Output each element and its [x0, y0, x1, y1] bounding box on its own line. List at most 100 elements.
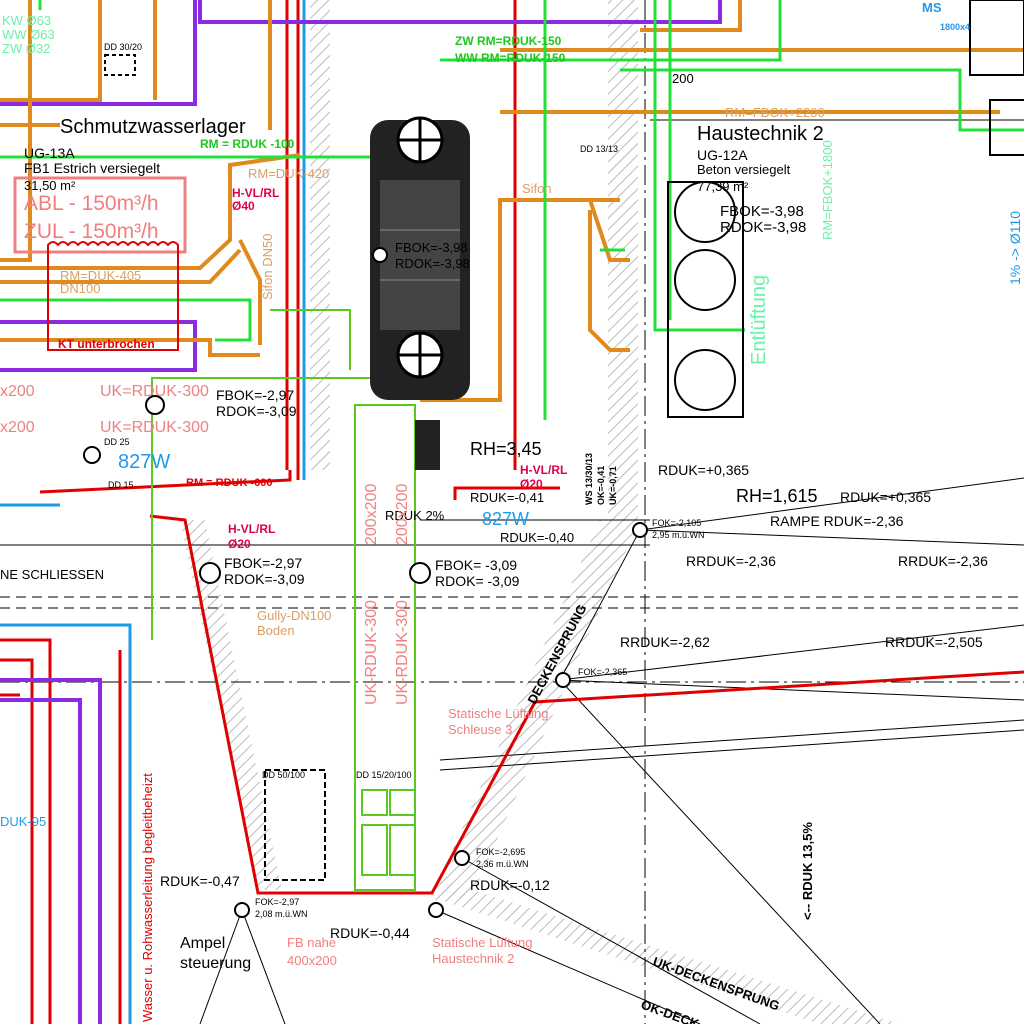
- label: FOK=-2,365: [578, 667, 627, 677]
- label: RM=DUK-405: [60, 268, 141, 283]
- label: 827W: [118, 451, 170, 473]
- label: KT unterbrochen: [58, 337, 155, 351]
- label: ZW RM=RDUK-150: [455, 34, 562, 48]
- label: Schleuse 3: [448, 722, 512, 737]
- label: RM=DUK-420: [248, 166, 329, 181]
- label: H-VL/RL: [228, 522, 275, 536]
- label: FBOK=-3,98: [395, 240, 468, 255]
- label: FBOK=-2,97: [216, 387, 294, 403]
- label: Haustechnik 2: [432, 951, 514, 966]
- purple-pipes: [0, 0, 722, 1024]
- pump-fixtures: [104, 0, 1024, 881]
- label: RDOK=-3,09: [224, 571, 305, 587]
- label: DUK-95: [0, 814, 46, 829]
- label: Sifon: [522, 181, 552, 196]
- label: RDUK=-0,44: [330, 925, 410, 941]
- label: RDOK=-3,09: [216, 403, 297, 419]
- label: Ø20: [228, 537, 251, 551]
- label: 200: [672, 71, 694, 86]
- label: RRDUK=-2,36: [686, 553, 776, 569]
- label: <-- RDUK 13,5%: [800, 822, 815, 920]
- label: Sifon DN50: [260, 234, 275, 300]
- label: RDOK=-3,98: [395, 256, 470, 271]
- label: UK-RDUK-300: [363, 600, 380, 705]
- room-area: 77,39 m²: [697, 179, 749, 194]
- revision-cloud: [47, 241, 179, 351]
- label: UK=RDUK-300: [100, 383, 209, 400]
- room-floor: FB1 Estrich versiegelt: [24, 160, 160, 176]
- label: 1% -> Ø110: [1007, 211, 1023, 285]
- label: 200x200: [363, 484, 380, 545]
- room-code: UG-13A: [24, 145, 75, 161]
- label: DN100: [60, 281, 100, 296]
- label: DD 13/13: [580, 144, 618, 154]
- label: RDUK 2%: [385, 508, 445, 523]
- label: OK-DECK: [639, 997, 702, 1024]
- label: WW Ø63: [2, 27, 55, 42]
- label: FB nahe: [287, 935, 336, 950]
- label: OK=-0,41: [596, 466, 606, 505]
- label: FBOK=-2,97: [224, 555, 302, 571]
- blue-pipes: [0, 0, 306, 1024]
- label: DD 15: [108, 480, 134, 490]
- label: x200: [0, 383, 35, 400]
- label: RDUK=+0,365: [840, 489, 931, 505]
- label: WS 13/30/13: [584, 453, 594, 505]
- label: Ampel: [180, 935, 225, 952]
- label: Entlüftung: [748, 275, 770, 365]
- label: 2,95 m.ü.WN: [652, 530, 705, 540]
- label: RDUK=-0,40: [500, 530, 574, 545]
- label: RM = RDUK -600: [186, 477, 273, 489]
- label: FBOK= -3,09: [435, 557, 517, 573]
- zul-label: ZUL - 150m³/h: [24, 220, 159, 243]
- label: 200x200: [394, 484, 411, 545]
- label: ZW Ø32: [2, 41, 50, 56]
- label: UK=-0,71: [608, 466, 618, 505]
- label: RH=3,45: [470, 439, 542, 459]
- label: RM = RDUK -100: [200, 137, 295, 151]
- label: RH=1,615: [736, 486, 818, 506]
- label: UK=RDUK-300: [100, 419, 209, 436]
- label: RRDUK=-2,62: [620, 634, 710, 650]
- label: RDUK=+0,365: [658, 462, 749, 478]
- lime-box: [151, 309, 420, 891]
- ventilation-box: [13, 176, 187, 254]
- label: FOK=-2,97: [255, 897, 299, 907]
- label: H-VL/RL: [232, 186, 279, 200]
- label: Gully-DN100: [257, 608, 331, 623]
- label: DD 15/20/100: [356, 770, 412, 780]
- label: 827W: [482, 509, 529, 529]
- orange-pipes: [0, 0, 1024, 402]
- room-area: 31,50 m²: [24, 178, 76, 193]
- label: RRDUK=-2,505: [885, 634, 983, 650]
- label: x200: [0, 419, 35, 436]
- label: 2,36 m.ü.WN: [476, 859, 529, 869]
- label: WW RM=RDUK-150: [455, 51, 566, 65]
- label: Ø40: [232, 199, 255, 213]
- label: KW Ø63: [2, 13, 51, 28]
- floor-drains: [83, 247, 648, 918]
- label: RM=FBOK+1800: [820, 140, 835, 240]
- abl-label: ABL - 150m³/h: [24, 192, 159, 215]
- label: Statische Lüftung: [432, 935, 532, 950]
- label: UK-RDUK-300: [394, 600, 411, 705]
- label: DD 50/100: [262, 770, 305, 780]
- label: Statische Lüftung: [448, 706, 548, 721]
- label: DD 25: [104, 437, 130, 447]
- label: FOK=-2,695: [476, 847, 525, 857]
- room-name: Haustechnik 2: [697, 123, 824, 145]
- label: RRDUK=-2,36: [898, 553, 988, 569]
- label: steuerung: [180, 955, 251, 972]
- label: RDUK=-0,47: [160, 873, 240, 889]
- label: Boden: [257, 623, 295, 638]
- label: Wasser u. Rohwasserleitung begleitbeheiz…: [140, 773, 155, 1022]
- room-haustechnik: Haustechnik 2 UG-12A Beton versiegelt 77…: [697, 123, 824, 236]
- label: RDOK= -3,09: [435, 573, 520, 589]
- label: MS: [922, 0, 942, 15]
- room-rdok: RDOK=-3,98: [720, 219, 806, 236]
- label: FOK=-2,105: [652, 518, 701, 528]
- room-fbok: FBOK=-3,98: [720, 203, 804, 220]
